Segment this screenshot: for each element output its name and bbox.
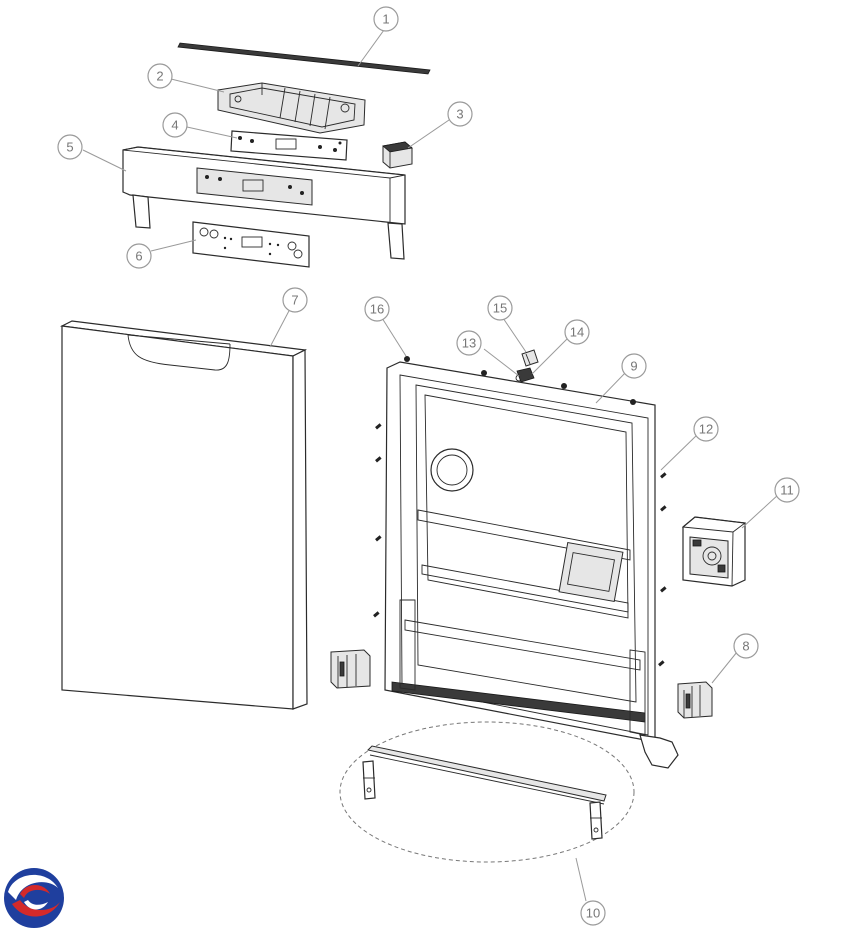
svg-text:3: 3 <box>456 107 463 122</box>
callout-13: 13 <box>456 330 482 356</box>
callout-12: 12 <box>693 416 719 442</box>
part-10-rail-kit <box>339 721 635 863</box>
callout-8: 8 <box>733 633 759 659</box>
svg-text:12: 12 <box>699 422 713 437</box>
svg-text:4: 4 <box>171 118 178 133</box>
svg-text:8: 8 <box>742 639 749 654</box>
svg-text:2: 2 <box>156 69 163 84</box>
callout-2: 2 <box>147 63 173 89</box>
svg-text:16: 16 <box>370 302 384 317</box>
part-7-outer-door-panel <box>59 320 308 710</box>
part-6-keypad-overlay <box>192 221 310 268</box>
svg-text:10: 10 <box>586 906 600 921</box>
part-14-latch <box>516 367 535 383</box>
svg-text:1: 1 <box>382 12 389 27</box>
leader-lines <box>82 29 780 902</box>
part-8-hinge-bracket-left <box>330 649 371 689</box>
part-4-control-board <box>230 130 348 161</box>
svg-text:6: 6 <box>135 249 142 264</box>
part-1-trim-strip <box>177 42 431 75</box>
part-12-screws <box>373 423 667 667</box>
part-5-control-panel <box>122 146 406 260</box>
callout-3: 3 <box>447 101 473 127</box>
callout-5: 5 <box>57 134 83 160</box>
svg-text:9: 9 <box>630 359 637 374</box>
brand-swirl-icon <box>4 868 64 928</box>
callout-16: 16 <box>364 296 390 322</box>
part-9-inner-door <box>384 361 679 769</box>
part-2-bracket <box>217 82 366 134</box>
part-16-screws <box>404 356 636 405</box>
callout-9: 9 <box>621 353 647 379</box>
svg-text:13: 13 <box>462 336 476 351</box>
svg-text:7: 7 <box>291 293 298 308</box>
callout-11: 11 <box>774 477 800 503</box>
callout-15: 15 <box>487 295 513 321</box>
callout-6: 6 <box>126 243 152 269</box>
svg-text:5: 5 <box>66 140 73 155</box>
callout-10: 10 <box>580 900 606 926</box>
callout-4: 4 <box>162 112 188 138</box>
callout-14: 14 <box>564 319 590 345</box>
svg-text:11: 11 <box>780 483 794 498</box>
part-8-hinge-bracket <box>677 681 713 719</box>
callout-7: 7 <box>282 287 308 313</box>
svg-text:15: 15 <box>493 301 507 316</box>
part-15-latch-clip <box>521 349 539 367</box>
svg-text:14: 14 <box>570 325 584 340</box>
part-3-module <box>382 141 413 169</box>
part-11-dispenser <box>681 516 747 587</box>
callout-1: 1 <box>373 6 399 32</box>
